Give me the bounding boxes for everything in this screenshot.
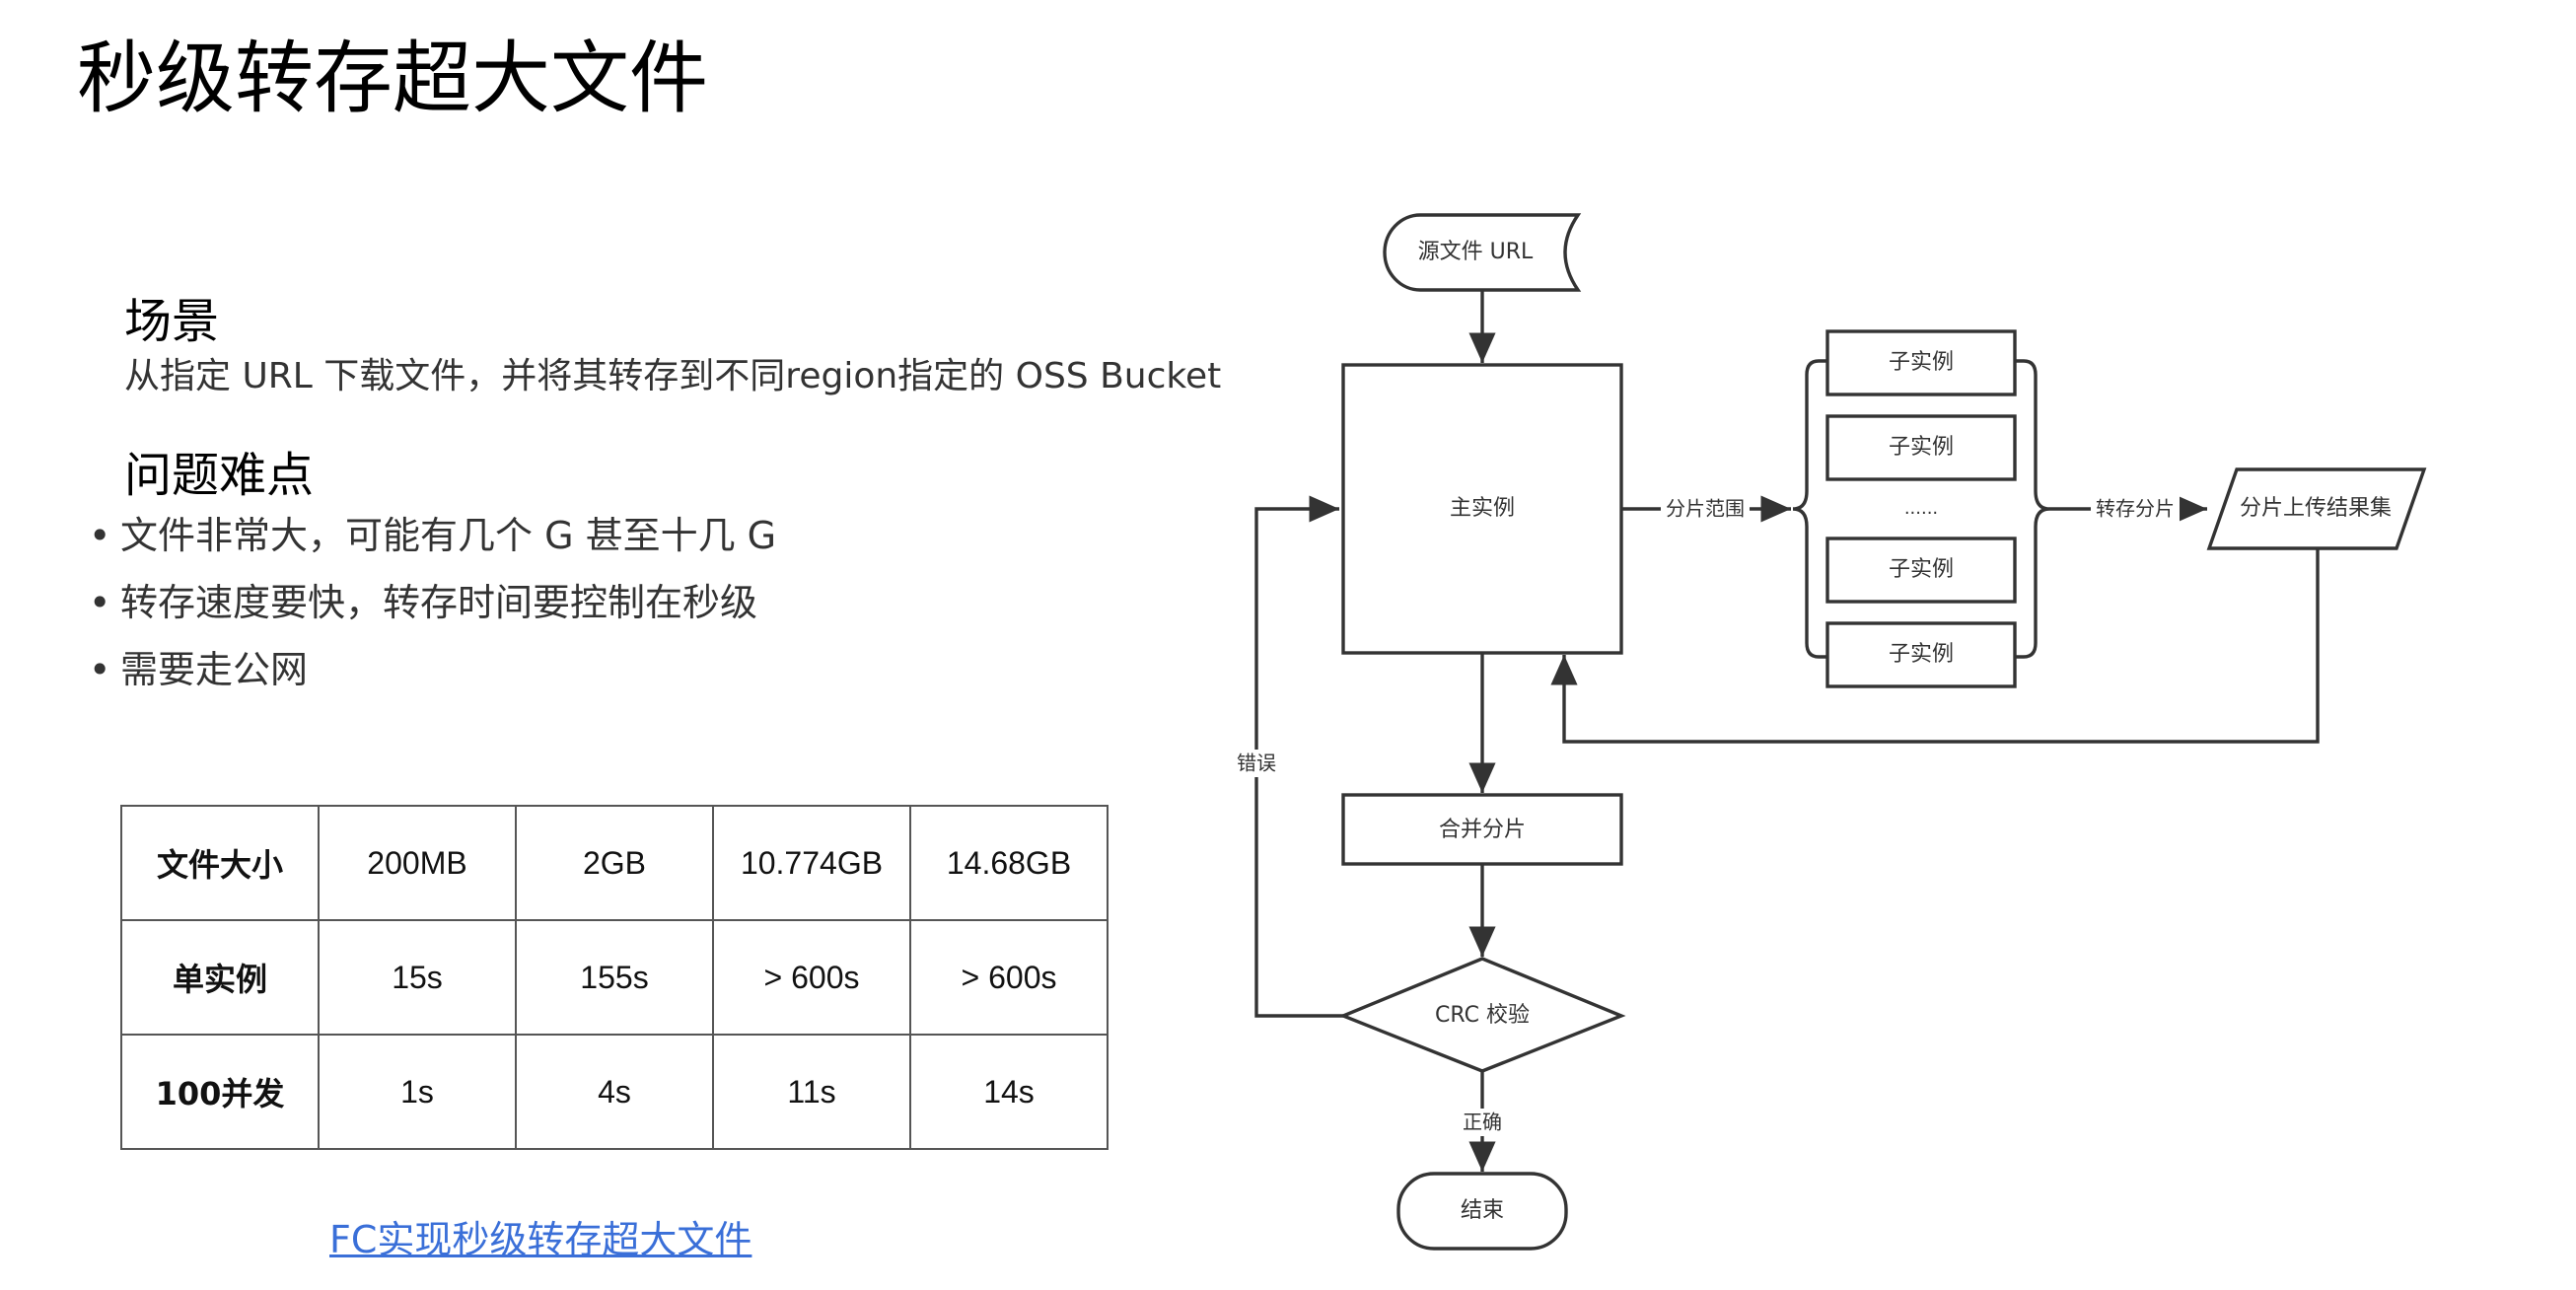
correct-label: 正确 xyxy=(1463,1111,1502,1134)
crc-label: CRC 校验 xyxy=(1435,1003,1530,1028)
table-cell: 10.774GB xyxy=(712,805,911,921)
row-label: 文件大小 xyxy=(120,805,320,921)
sub-instance-label: 子实例 xyxy=(1889,350,1954,375)
error-label: 错误 xyxy=(1237,752,1276,775)
row-label: 100并发 xyxy=(120,1034,320,1150)
table-cell: 2GB xyxy=(515,805,714,921)
sub-instance-box xyxy=(1825,414,2017,481)
table-cell: 15s xyxy=(318,919,517,1036)
table-cell: 1s xyxy=(318,1034,517,1150)
end-node-label: 结束 xyxy=(1461,1198,1504,1223)
result-set-shape xyxy=(2206,467,2427,550)
sub-instance-label: 子实例 xyxy=(1889,642,1954,667)
table-cell: 14s xyxy=(909,1034,1109,1150)
left-brace xyxy=(1792,359,1826,659)
table-cell: 4s xyxy=(515,1034,714,1150)
slide-title: 秒级转存超大文件 xyxy=(77,33,708,124)
table-cell: 155s xyxy=(515,919,714,1036)
table-cell: 11s xyxy=(712,1034,911,1150)
source-node-label: 源文件 URL xyxy=(1418,240,1534,264)
table-row: 单实例 15s 155s > 600s > 600s xyxy=(120,919,1109,1036)
table-row: 文件大小 200MB 2GB 10.774GB 14.68GB xyxy=(120,805,1109,921)
scenario-heading: 场景 xyxy=(124,294,220,349)
transfer-shard-label: 转存分片 xyxy=(2096,497,2175,521)
sub-instance-label: 子实例 xyxy=(1889,557,1954,582)
fc-transfer-link[interactable]: FC实现秒级转存超大文件 xyxy=(329,1218,752,1261)
result-set-label: 分片上传结果集 xyxy=(2240,496,2392,521)
table-cell: > 600s xyxy=(712,919,911,1036)
merge-label: 合并分片 xyxy=(1439,818,1526,842)
source-node-shape xyxy=(1383,213,1582,292)
problems-list: 文件非常大，可能有几个 G 甚至十几 G 转存速度要快，转存时间要控制在秒级 需… xyxy=(89,517,776,718)
problem-item: 文件非常大，可能有几个 G 甚至十几 G xyxy=(89,517,776,554)
right-brace xyxy=(2016,359,2050,659)
problems-heading: 问题难点 xyxy=(124,448,315,503)
sub-instance-box xyxy=(1825,621,2017,688)
problem-item: 转存速度要快，转存时间要控制在秒级 xyxy=(89,584,776,621)
table-cell: 14.68GB xyxy=(909,805,1109,921)
performance-table: 文件大小 200MB 2GB 10.774GB 14.68GB 单实例 15s … xyxy=(120,805,1109,1150)
table-cell: 200MB xyxy=(318,805,517,921)
sub-instance-label: 子实例 xyxy=(1889,435,1954,460)
end-node-shape xyxy=(1396,1172,1568,1251)
sub-instance-box xyxy=(1825,329,2017,396)
scenario-text: 从指定 URL 下载文件，并将其转存到不同region指定的 OSS Bucke… xyxy=(124,356,1222,396)
main-instance-label: 主实例 xyxy=(1450,496,1515,521)
table-cell: > 600s xyxy=(909,919,1109,1036)
row-label: 单实例 xyxy=(120,919,320,1036)
sub-instance-ellipsis: ...... xyxy=(1904,498,1938,519)
sub-instance-box xyxy=(1825,537,2017,604)
table-row: 100并发 1s 4s 11s 14s xyxy=(120,1034,1109,1150)
problem-item: 需要走公网 xyxy=(89,651,776,688)
split-range-label: 分片范围 xyxy=(1666,497,1745,521)
